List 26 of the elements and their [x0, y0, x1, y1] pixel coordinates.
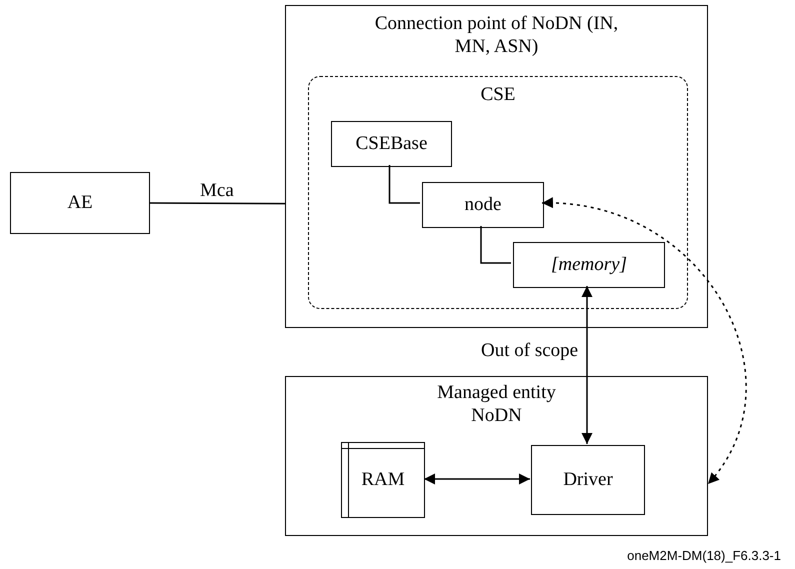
process-box — [531, 445, 645, 515]
process-box — [422, 182, 544, 228]
connector-line — [150, 202, 285, 204]
storage-box — [341, 442, 425, 518]
node-label: RAM — [361, 469, 405, 491]
group-title: Managed entity NoDN — [436, 381, 557, 427]
arrow — [582, 286, 592, 444]
arrow — [424, 474, 530, 484]
group-title: Connection point of NoDN (IN, MN, ASN) — [374, 12, 620, 58]
node-label: node — [464, 194, 502, 216]
dashed-group-box — [308, 76, 688, 309]
group-box — [285, 5, 708, 328]
process-box — [513, 242, 665, 288]
node-label: [memory] — [551, 254, 627, 276]
process-box — [10, 172, 150, 234]
node-label: AE — [67, 192, 93, 214]
connector-line — [480, 226, 511, 264]
connector-line — [388, 165, 420, 204]
group-box — [285, 376, 708, 536]
edge-label: Out of scope — [479, 340, 580, 362]
node-label: Driver — [563, 469, 613, 491]
figure-caption: oneM2M-DM(18)_F6.3.3-1 — [627, 548, 781, 563]
node-label: CSEBase — [356, 133, 428, 155]
process-box — [331, 121, 452, 167]
group-title: CSE — [480, 83, 516, 106]
dotted-arrow — [542, 198, 747, 484]
